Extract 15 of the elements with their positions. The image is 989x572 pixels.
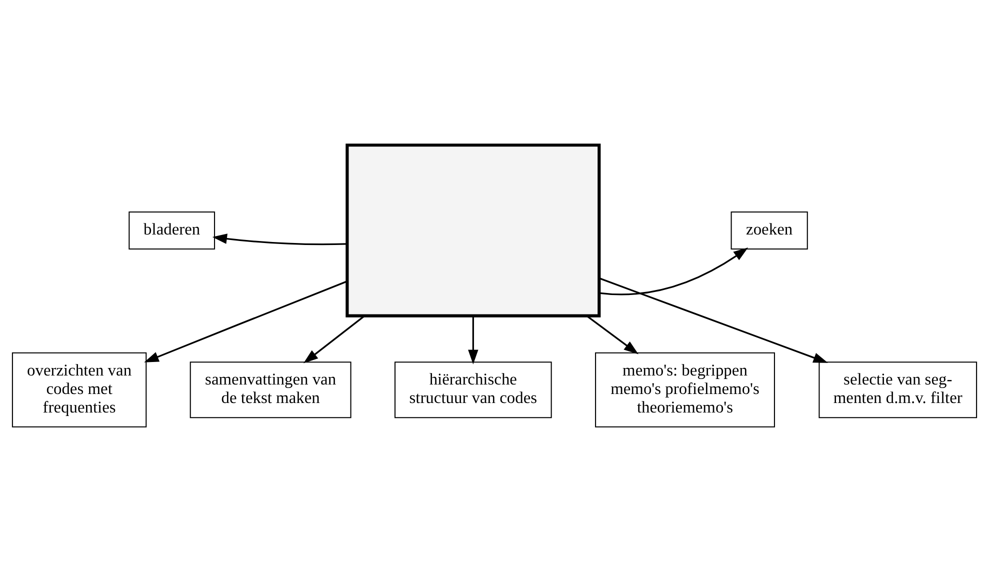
arrow	[468, 316, 478, 364]
node-box: memo's: begrippen memo's profielmemo's theoriememo's	[595, 352, 775, 428]
node-box: selectie van seg- menten d.m.v. filter	[818, 362, 978, 418]
node-box: zoeken	[730, 211, 808, 250]
node-box: bladeren	[128, 211, 216, 250]
arrow	[598, 277, 828, 363]
arrow	[144, 280, 348, 362]
node-box: samenvattingen van de tekst maken	[190, 362, 352, 418]
arrow	[586, 315, 638, 354]
arrow	[303, 315, 365, 364]
node-box	[346, 144, 601, 318]
arrow	[212, 234, 348, 246]
arrow	[599, 248, 748, 296]
node-box: hiërarchische structuur van codes	[394, 362, 552, 418]
node-box: overzichten van codes met frequenties	[12, 352, 147, 428]
